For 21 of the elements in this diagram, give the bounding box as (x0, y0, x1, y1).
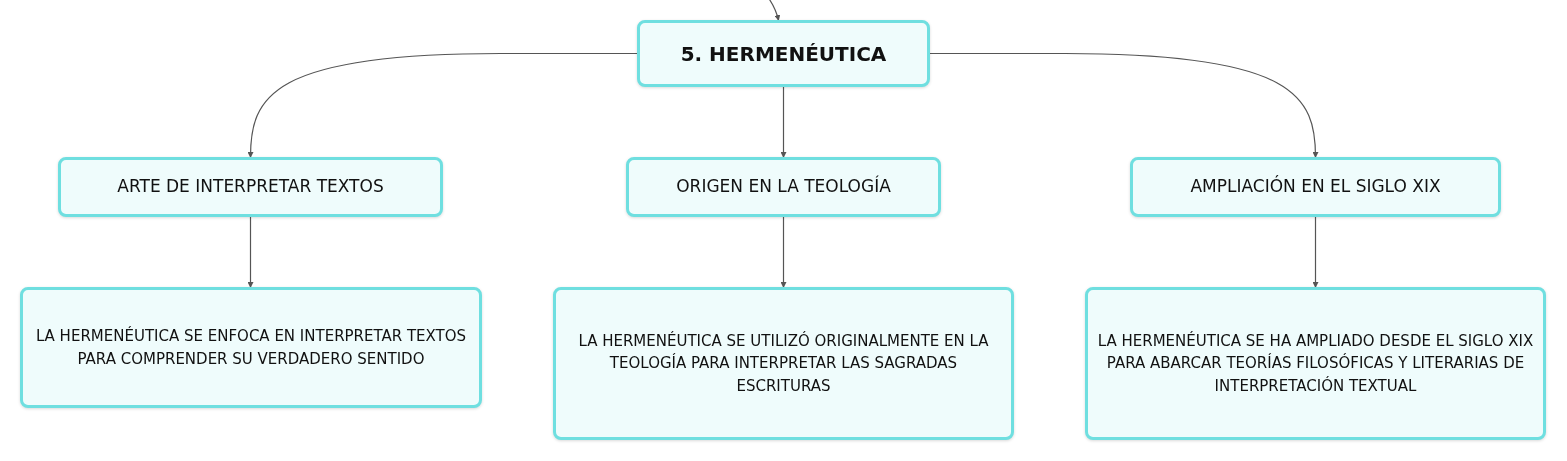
connector-arrow (780, 86, 787, 158)
node-text: AMPLIACIÓN EN EL SIGLO XIX (1190, 174, 1441, 199)
node-text: LA HERMENÉUTICA SE HA AMPLIADO DESDE EL SIGLO XIX PARA ABARCAR TEORÍAS FILOSÓFICAS Y LITERARIAS DE INTERPRETACIÓN TEXTUAL (1096, 330, 1535, 397)
subtopic-box (1130, 157, 1501, 217)
node-text: LA HERMENÉUTICA SE UTILIZÓ ORIGINALMENTE EN LA TEOLOGÍA PARA INTERPRETAR LAS SAGRADAS ESCRITURAS (577, 330, 990, 397)
description-box (20, 287, 482, 408)
node-text: LA HERMENÉUTICA SE ENFOCA EN INTERPRETAR TEXTOS PARA COMPRENDER SU VERDADERO SENTIDO (34, 325, 468, 370)
connector-arrow (247, 52, 638, 158)
connector-arrow (1312, 216, 1319, 288)
description-box (1085, 287, 1546, 440)
description-box (553, 287, 1014, 440)
node-text: 5. HERMENÉUTICA (680, 40, 887, 68)
connector-arrow (247, 216, 254, 288)
connector-arrow (929, 52, 1319, 158)
node-text: ARTE DE INTERPRETAR TEXTOS (117, 175, 384, 199)
node-text: ORIGEN EN LA TEOLOGÍA (676, 174, 891, 199)
connector-arrow (767, 0, 781, 21)
subtopic-box (58, 157, 443, 217)
subtopic-box (626, 157, 941, 217)
topic-box (637, 20, 930, 87)
connector-arrow (780, 216, 787, 288)
